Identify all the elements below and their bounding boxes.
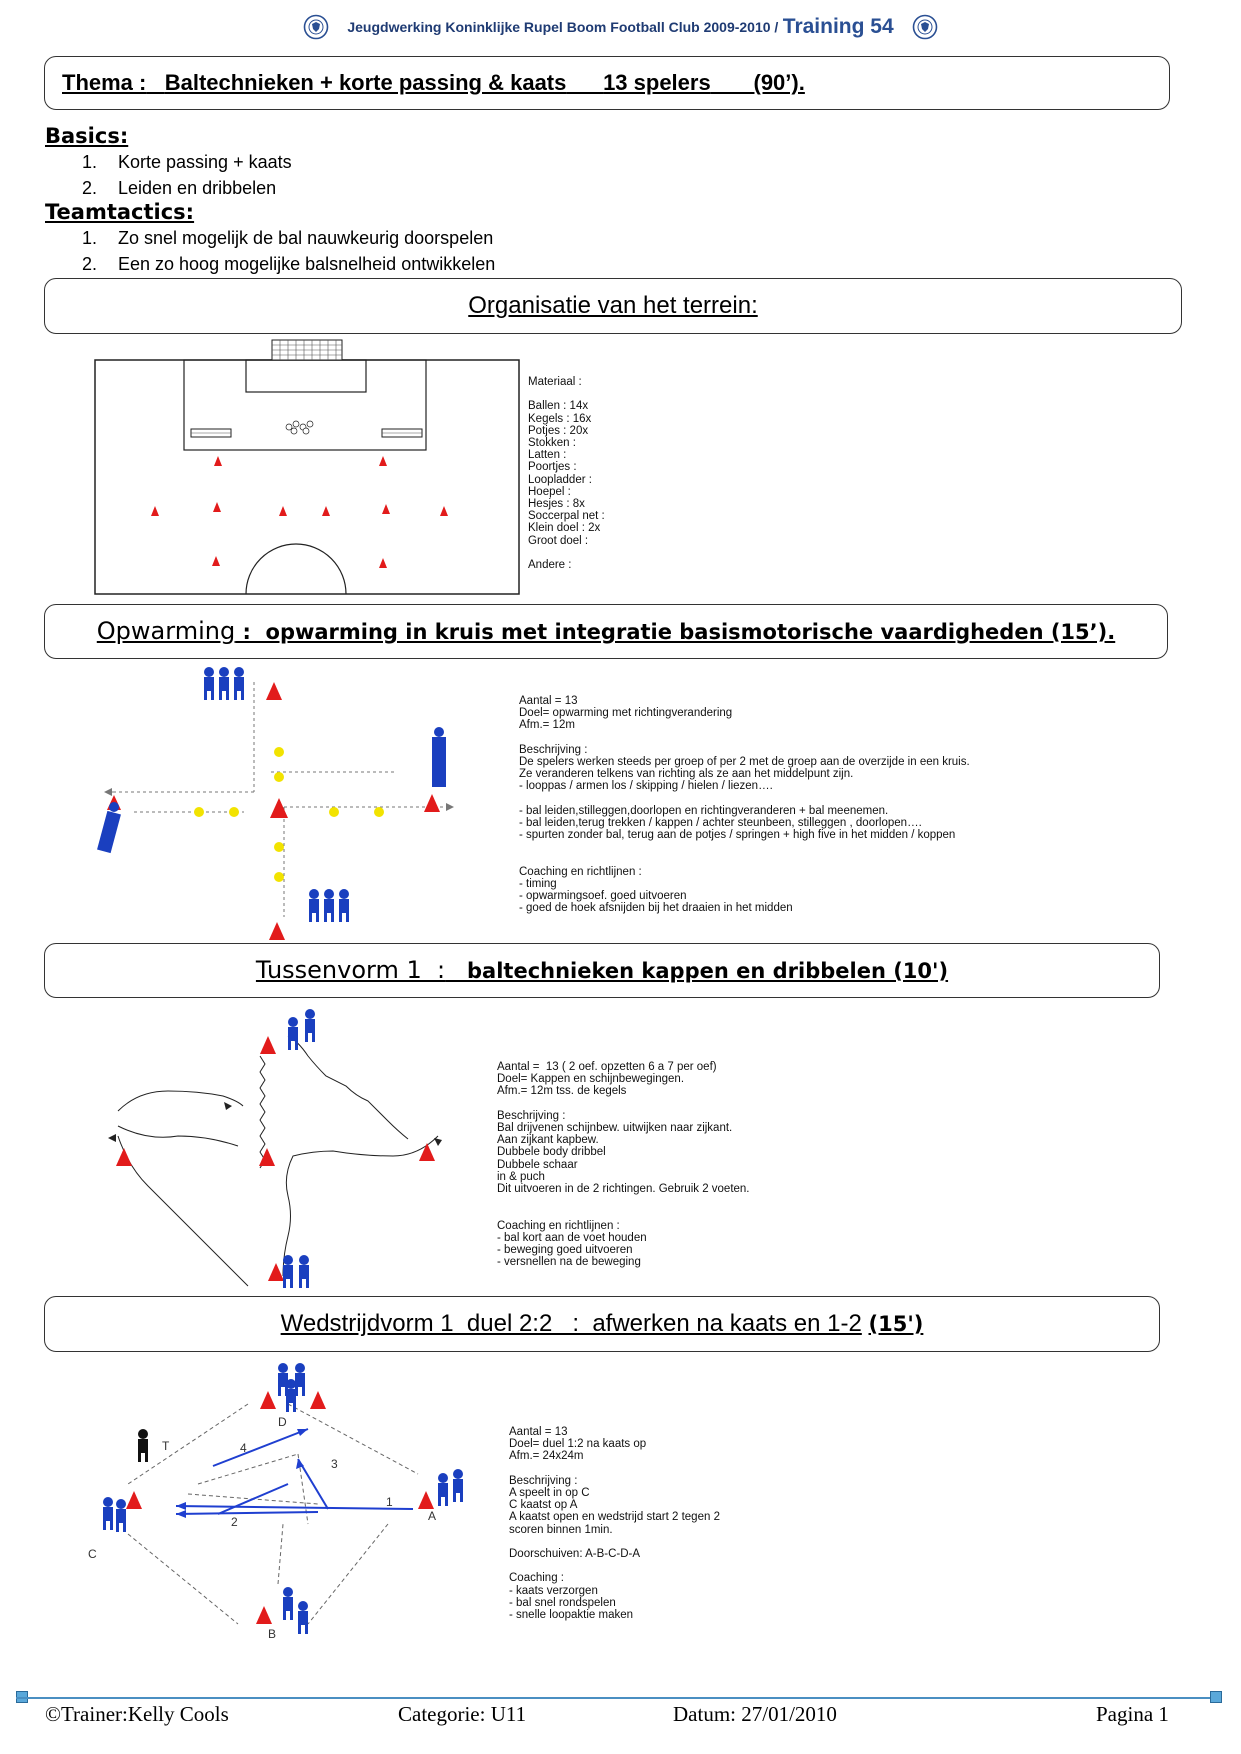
- opwarming-title: Opwarming: [96, 617, 236, 645]
- club-name: Jeugdwerking Koninklijke Rupel Boom Foot…: [347, 19, 779, 35]
- basics-heading: Basics:: [45, 124, 129, 148]
- list-item: 1.Korte passing + kaats: [82, 152, 292, 172]
- wedstrijdvorm-title: Wedstrijdvorm 1 duel 2:2 : afwerken na k…: [280, 1310, 862, 1337]
- pass-label: 2: [231, 1515, 238, 1529]
- cone-icon: [151, 456, 448, 568]
- cone-icon: [116, 1036, 435, 1281]
- teamtactics-list: 1.Zo snel mogelijk de bal nauwkeurig doo…: [82, 225, 495, 277]
- opwarming-diagram: [97, 667, 454, 940]
- footer-trainer: ©Trainer:Kelly Cools: [45, 1702, 229, 1726]
- dot-marker: [194, 747, 384, 882]
- footer-categorie: Categorie: U11: [398, 1702, 527, 1726]
- pass-label: 4: [240, 1441, 247, 1455]
- corner-label-c: C: [88, 1547, 97, 1561]
- tussenvorm-box: Tussenvorm 1 : baltechnieken kappen en d…: [44, 943, 1160, 998]
- player-icon: [283, 1009, 315, 1288]
- thema-label: Thema :: [62, 70, 147, 95]
- pass-label: 3: [331, 1457, 338, 1471]
- list-item: 1.Zo snel mogelijk de bal nauwkeurig doo…: [82, 228, 494, 248]
- cone-icon: [107, 682, 440, 940]
- list-item: 2.Leiden en dribbelen: [82, 178, 277, 198]
- opwarming-info: Aantal = 13 Doel= opwarming met richting…: [519, 695, 970, 915]
- thema-duration: (90’).: [753, 70, 805, 95]
- player-icon: [103, 1363, 463, 1634]
- list-item: 2.Een zo hoog mogelijke balsnelheid ontw…: [82, 254, 496, 274]
- wedstrijdvorm-duration: (15'): [868, 1312, 924, 1336]
- opwarming-box: Opwarming : opwarming in kruis met integ…: [44, 604, 1168, 659]
- wedstrijdvorm-box: Wedstrijdvorm 1 duel 2:2 : afwerken na k…: [44, 1296, 1160, 1352]
- page-header: Jeugdwerking Koninklijke Rupel Boom Foot…: [0, 14, 1241, 40]
- trainer-label-t: T: [162, 1439, 170, 1453]
- wedstrijdvorm-diagram: 1 2 3 4 D A C B T: [88, 1363, 463, 1641]
- balls-icon: [285, 420, 314, 435]
- tussenvorm-subtitle: baltechnieken kappen en dribbelen (10'): [445, 959, 949, 983]
- materiaal-list: Materiaal : Ballen : 14x Kegels : 16x Po…: [528, 376, 605, 572]
- player-icon: [97, 667, 446, 922]
- field-diagram: [94, 339, 520, 595]
- organisatie-title: Organisatie van het terrein:: [468, 292, 758, 319]
- goal-net-icon: [271, 339, 343, 361]
- thema-subject: Baltechnieken + korte passing & kaats: [164, 70, 567, 95]
- basics-list: 1.Korte passing + kaats 2.Leiden en drib…: [82, 149, 292, 201]
- tussenvorm-diagram: [108, 1009, 442, 1288]
- footer-pagina: Pagina 1: [1096, 1702, 1169, 1726]
- training-number: Training 54: [782, 15, 894, 38]
- thema-box: Thema : Baltechnieken + korte passing & …: [44, 56, 1170, 110]
- club-logo-icon: [303, 14, 329, 40]
- organisatie-box: Organisatie van het terrein:: [44, 278, 1182, 334]
- cone-icon: [126, 1391, 434, 1624]
- footer-square-icon: [1210, 1691, 1222, 1703]
- wedstrijdvorm-info: Aantal = 13 Doel= duel 1:2 na kaats op A…: [509, 1426, 720, 1622]
- tussenvorm-info: Aantal = 13 ( 2 oef. opzetten 6 a 7 per …: [497, 1061, 750, 1269]
- corner-label-d: D: [278, 1415, 287, 1429]
- thema-players: 13 spelers: [603, 70, 711, 95]
- trainer-icon: [138, 1429, 148, 1462]
- corner-label-b: B: [268, 1627, 276, 1641]
- corner-label-a: A: [428, 1509, 436, 1523]
- footer-datum: Datum: 27/01/2010: [673, 1702, 837, 1726]
- footer-divider: [16, 1697, 1222, 1699]
- teamtactics-heading: Teamtactics:: [45, 200, 195, 224]
- pass-label: 1: [386, 1495, 393, 1509]
- club-logo-icon: [912, 14, 938, 40]
- tussenvorm-title: Tussenvorm 1 :: [255, 956, 446, 984]
- opwarming-subtitle: : opwarming in kruis met integratie basi…: [235, 620, 1116, 644]
